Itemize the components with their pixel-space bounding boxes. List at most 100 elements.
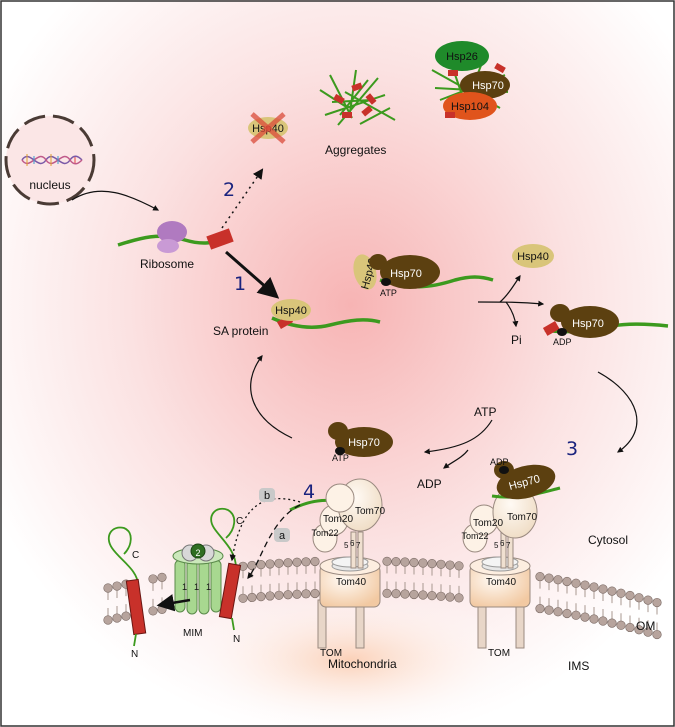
- step-4-label: 4: [303, 481, 315, 503]
- lipid-head: [562, 608, 572, 619]
- lipid-head: [571, 578, 581, 588]
- lipid-head: [454, 561, 464, 571]
- lipid-head: [400, 557, 410, 567]
- sa-protein: Hsp40 SA protein: [213, 299, 381, 338]
- lipid-head: [238, 593, 248, 603]
- lipid-head: [274, 590, 284, 600]
- lipid-head: [112, 581, 122, 591]
- lipid-head: [274, 558, 284, 568]
- atp-dot-2: [335, 447, 345, 455]
- mim1-label-c: 1: [206, 582, 211, 592]
- lipid-head: [445, 560, 455, 570]
- tom-complex-left: Tom40 Tom70 Tom20 Tom22 5 6 7 TOM: [289, 478, 385, 659]
- lipid-head: [103, 615, 113, 625]
- aggregates: Aggregates: [319, 69, 396, 157]
- lipid-head: [580, 612, 590, 622]
- tom7-label-right: 7: [506, 541, 511, 550]
- signal-anchor: [206, 228, 234, 250]
- adp-dot-3: [499, 466, 509, 474]
- lipid-head: [112, 613, 122, 623]
- lipid-head: [616, 620, 626, 630]
- lipid-head: [265, 559, 275, 569]
- delivery-arrow: [597, 371, 638, 453]
- hsp70-aggregate-shape: [460, 71, 510, 99]
- pi-release-arrow: [505, 301, 519, 328]
- lipid-head: [283, 558, 293, 568]
- adp-label-1: ADP: [553, 337, 572, 347]
- hsp40-released-label: Hsp40: [517, 251, 549, 263]
- tom-label-right: TOM: [488, 648, 510, 659]
- hsp40-bound-label: Hsp40: [275, 305, 307, 317]
- lipid-head: [157, 572, 167, 582]
- sa-protein-label: SA protein: [213, 324, 268, 338]
- lipid-head: [535, 571, 545, 582]
- lipid-head: [589, 582, 599, 592]
- lipid-head: [535, 603, 545, 614]
- lipid-head: [625, 590, 635, 601]
- hsp70-adp-complex: Hsp70 ADP: [542, 304, 669, 347]
- lipid-head: [625, 622, 635, 633]
- lipid-head: [400, 589, 410, 599]
- lipid-head: [445, 592, 455, 602]
- lipid-head: [553, 575, 563, 585]
- lipid-head: [598, 616, 608, 626]
- hydrolysis-arrow: [477, 300, 545, 307]
- atp-exchange-arrow: [423, 419, 493, 455]
- mitochondria-label: Mitochondria: [328, 657, 397, 671]
- inserted-protein-left: C N: [107, 526, 147, 660]
- hsp104-label: Hsp104: [451, 101, 489, 113]
- lipid-head: [310, 556, 320, 567]
- lipid-head: [391, 557, 401, 567]
- step-1-label: 1: [234, 273, 246, 295]
- atp-label-2: ATP: [332, 453, 349, 463]
- lipid-head: [643, 595, 653, 605]
- c-label-left: C: [132, 550, 139, 561]
- tom5-label-left: 5: [344, 541, 349, 550]
- lipid-head: [292, 589, 302, 599]
- mim-label: MIM: [183, 628, 202, 639]
- tom70-label-right: Tom70: [507, 512, 537, 523]
- lipid-head: [301, 589, 311, 599]
- tom6-label-left: 6: [350, 539, 355, 548]
- route-b-badge: [259, 488, 275, 502]
- lipid-head: [562, 576, 572, 587]
- lipid-head: [589, 614, 599, 624]
- lipid-head: [301, 557, 311, 567]
- lipid-head: [103, 583, 113, 593]
- step-3-label: 3: [566, 438, 578, 460]
- lipid-head: [634, 625, 644, 635]
- lipid-head: [436, 559, 446, 569]
- tom6-label-right: 6: [500, 539, 505, 548]
- lipid-bilayer: [103, 556, 662, 640]
- mitochondria-glow: [180, 590, 520, 727]
- c-label-right: C: [236, 516, 243, 527]
- ribosome-label: Ribosome: [140, 257, 194, 271]
- nucleus-label: nucleus: [29, 178, 70, 192]
- hsp40-bound-shape: [271, 299, 311, 321]
- lipid-head: [247, 592, 257, 603]
- route-a-label: a: [279, 530, 286, 542]
- tom40-label-left: Tom40: [336, 577, 366, 588]
- recycle-arrow: [250, 355, 293, 439]
- lipid-head: [607, 586, 617, 596]
- lipid-head: [382, 588, 392, 598]
- tom-complex-right: Tom40 Tom70 Tom20 Tom22 5 6 7 TOM Hsp70 …: [461, 457, 561, 659]
- lipid-head: [418, 558, 428, 568]
- hsp40-release-arrow: [499, 275, 521, 303]
- hsp70-adp-label: Hsp70: [572, 318, 604, 330]
- tom20-label-right: Tom20: [473, 518, 503, 529]
- hsp40-hsp70-atp-complex: Hsp40 Hsp70 ATP: [353, 254, 494, 298]
- hsp104-shape: [443, 92, 497, 120]
- lipid-head: [544, 605, 554, 615]
- lipid-head: [544, 573, 554, 583]
- lipid-head: [598, 584, 608, 594]
- hsp70-docked-shape: [496, 464, 556, 500]
- hsp70-aggregate-label: Hsp70: [472, 80, 504, 92]
- tom70-label-left: Tom70: [355, 506, 385, 517]
- lipid-head: [427, 591, 437, 601]
- step-2-label: 2: [223, 179, 235, 201]
- om-label: OM: [636, 619, 655, 633]
- atp-label-1: ATP: [380, 288, 397, 298]
- lipid-head: [652, 629, 662, 640]
